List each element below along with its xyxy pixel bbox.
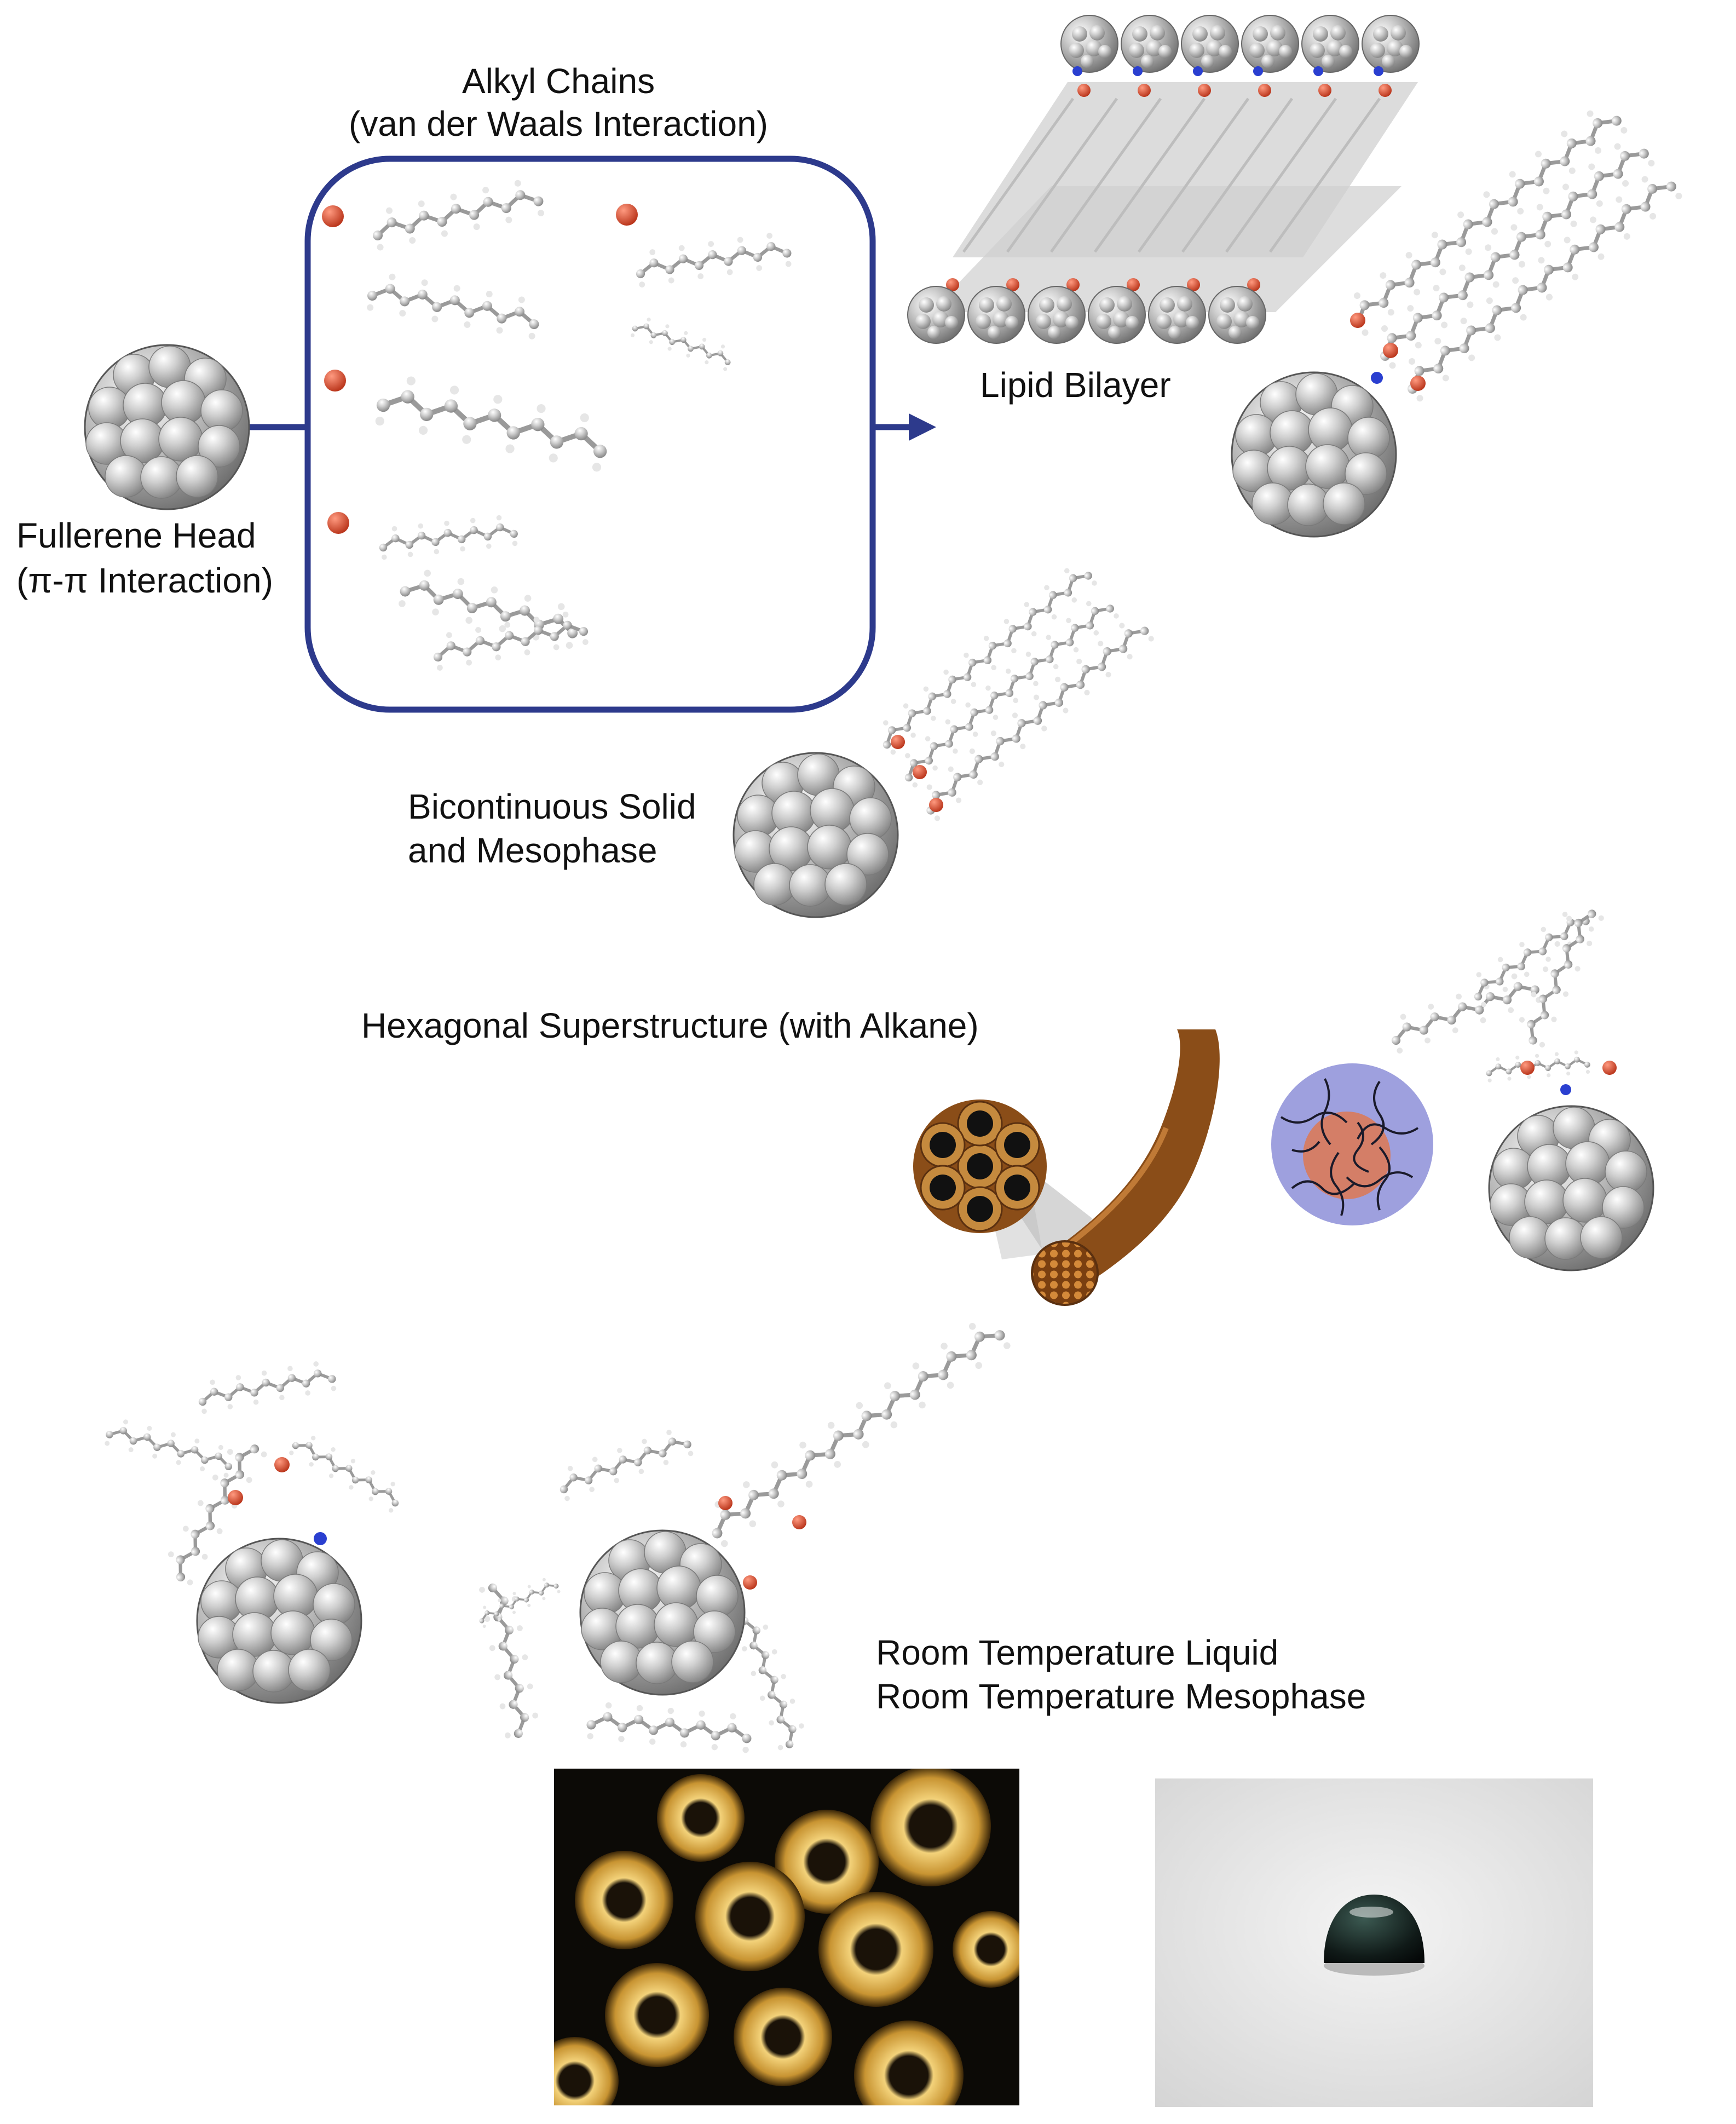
alkyl-chains-frame: [304, 156, 876, 713]
polarized-micrograph-photo: [554, 1769, 1019, 2105]
alkyl-subtitle: (van der Waals Interaction): [349, 104, 768, 143]
fullerene-head-icon: [84, 344, 250, 510]
fullerene-branched-left: [103, 1359, 407, 1704]
fullerene-head-label: Fullerene Head: [16, 516, 256, 555]
alkyl-title: Alkyl Chains: [462, 61, 655, 101]
rt-mesophase-label: Room Temperature Mesophase: [876, 1677, 1366, 1716]
fullerene-long-chains-top-right: [1231, 98, 1685, 538]
alkyl-chain-structures: [365, 176, 793, 671]
oxygen-atoms-frame: [322, 204, 638, 534]
micelle-icon: [1271, 1063, 1433, 1225]
pi-interaction-label: (π-π Interaction): [16, 561, 273, 600]
rt-liquid-label: Room Temperature Liquid: [876, 1633, 1278, 1672]
fullerene-branched-right: [1384, 901, 1654, 1271]
fullerene-wrapped-chains: [473, 1311, 1013, 1753]
liquid-droplet-photo: [1155, 1778, 1593, 2107]
hexagonal-fiber-icon: [913, 1029, 1220, 1306]
lipid-bilayer-label: Lipid Bilayer: [980, 365, 1171, 405]
arrow-head-icon: [909, 413, 936, 441]
fullerene-bicontinuous: [733, 558, 1156, 918]
lipid-bilayer-icon: [907, 15, 1420, 344]
hexagonal-label: Hexagonal Superstructure (with Alkane): [361, 1006, 979, 1045]
bicontinuous-label-line2: and Mesophase: [408, 831, 657, 870]
bilayer-top-row: [1060, 15, 1420, 73]
bicontinuous-label-line1: Bicontinuous Solid: [408, 787, 696, 826]
